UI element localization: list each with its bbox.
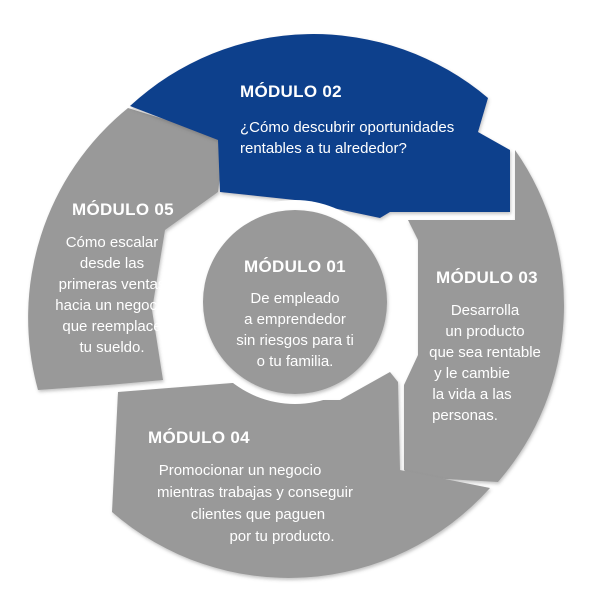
module-05-title: MÓDULO 05: [72, 200, 174, 219]
module-01-line-2: a emprendedor: [244, 311, 346, 328]
module-01-line-3: sin riesgos para ti: [236, 332, 354, 349]
module-01-line-4: o tu familia.: [257, 353, 334, 370]
center-circle: [203, 210, 387, 394]
module-05-line-3: primeras ventas: [59, 276, 166, 293]
module-05-line-2: desde las: [80, 255, 144, 272]
segment-module-03: [404, 150, 565, 482]
module-05-line-4: hacia un negocio: [55, 297, 168, 314]
module-04-line-2: mientras trabajas y conseguir: [157, 484, 353, 501]
module-04-line-4: por tu producto.: [229, 528, 334, 545]
segment-module-02: [130, 34, 510, 218]
module-02-line-2: rentables a tu alrededor?: [240, 140, 407, 157]
module-03-line-4: y le cambie: [434, 365, 510, 382]
module-03-line-2: un producto: [445, 323, 524, 340]
module-05-line-5: que reemplace: [62, 318, 161, 335]
module-04-line-3: clientes que paguen: [191, 506, 325, 523]
module-02-title: MÓDULO 02: [240, 82, 342, 101]
module-01-title: MÓDULO 01: [244, 257, 346, 276]
module-01-line-1: De empleado: [250, 290, 339, 307]
module-05-line-6: tu sueldo.: [79, 339, 144, 356]
module-05-line-1: Cómo escalar: [66, 234, 159, 251]
module-04-line-1: Promocionar un negocio: [159, 462, 322, 479]
module-02-line-1: ¿Cómo descubrir oportunidades: [240, 119, 454, 136]
segment-module-04: [112, 372, 490, 578]
module-03-line-3: que sea rentable: [429, 344, 541, 361]
module-03-title: MÓDULO 03: [436, 268, 538, 287]
module-03-line-6: personas.: [432, 407, 498, 424]
module-03-line-1: Desarrolla: [451, 302, 520, 319]
module-04-title: MÓDULO 04: [148, 428, 250, 447]
segment-module-05: [28, 108, 225, 390]
module-03-line-5: la vida a las: [432, 386, 511, 403]
